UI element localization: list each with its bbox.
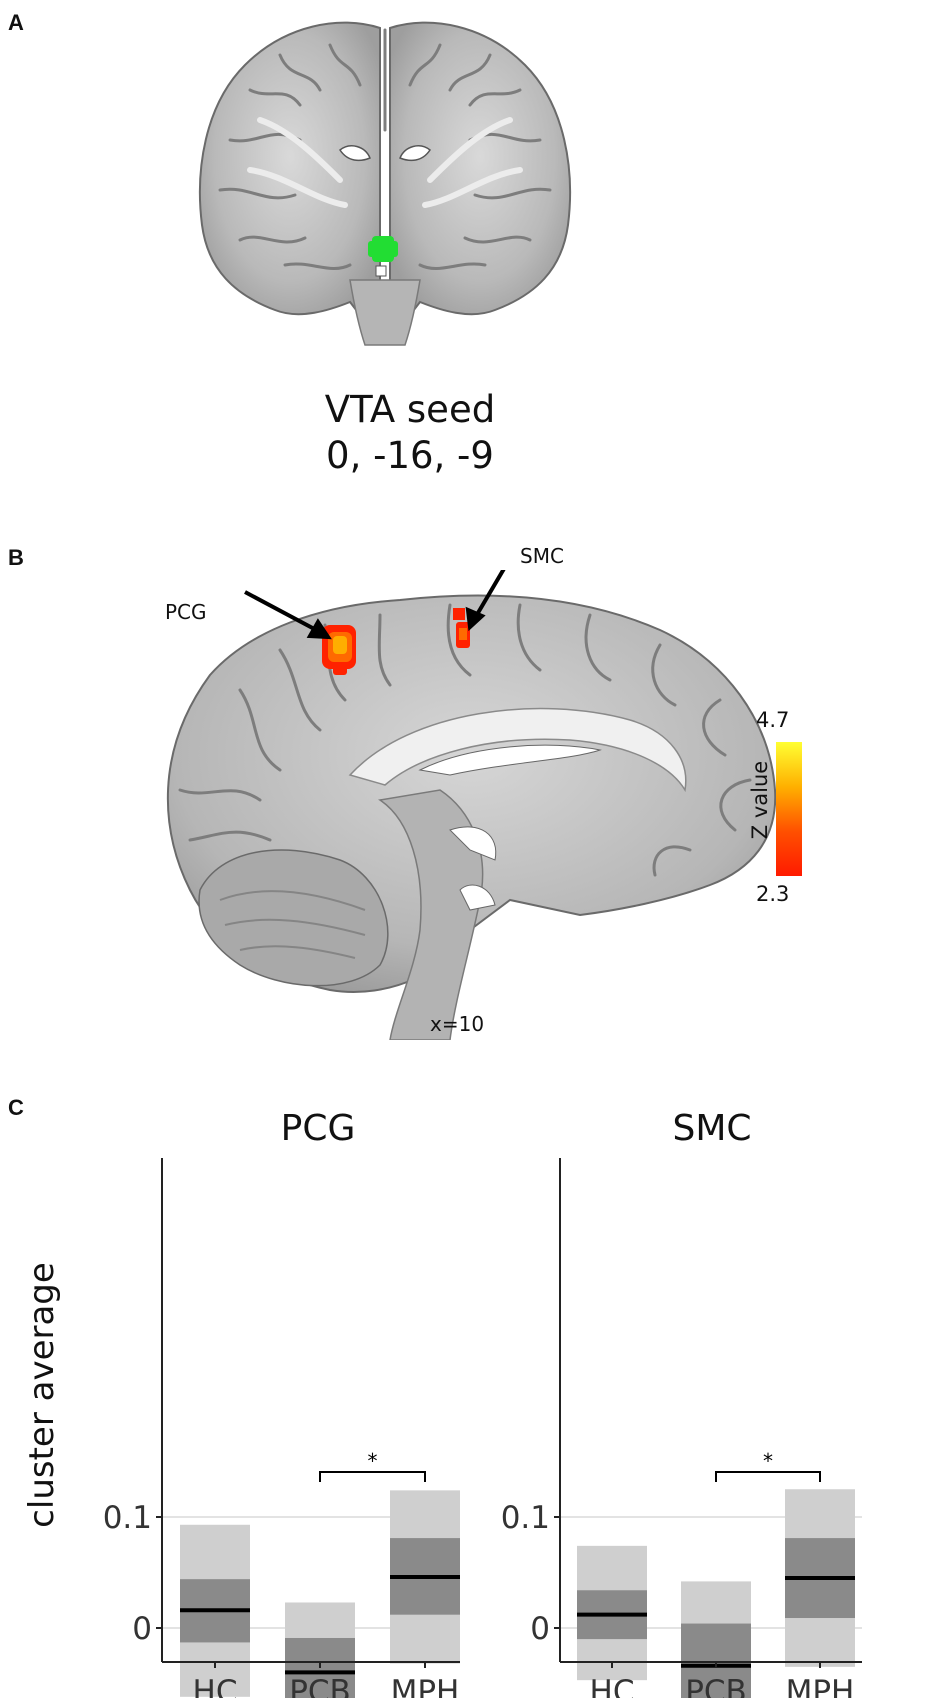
smc-chart-title: SMC [672, 1108, 751, 1149]
coronal-brain-image [198, 21, 572, 346]
smc-x-tick-label: HC [590, 1674, 635, 1698]
colorbar-min-label: 2.3 [756, 882, 790, 906]
pcg-significance-bracket [319, 1471, 426, 1482]
vta-seed-marker [368, 236, 398, 262]
slice-coordinate-label: x=10 [430, 1012, 485, 1036]
smc-y-tick-label: 0 [530, 1611, 550, 1647]
panel-letter-c: C [8, 1095, 24, 1120]
sagittal-brain-image [166, 570, 777, 1040]
pcg-activation-cluster [322, 625, 356, 675]
colorbar-max-label: 4.7 [756, 708, 790, 732]
smc-arrow [473, 570, 506, 620]
smc-x-tick-label: MPH [786, 1674, 855, 1698]
smc-activation-cluster [453, 608, 470, 648]
colorbar-gradient [776, 742, 802, 876]
smc-label: SMC [520, 544, 564, 568]
pcg-x-tick-label: MPH [391, 1674, 460, 1698]
pcg-arrow [244, 590, 321, 634]
smc-significance-star: * [763, 1449, 773, 1473]
smc-y-tick-label: 0.1 [501, 1500, 550, 1536]
smc-pcb-inner-box [681, 1623, 751, 1698]
pcg-significance-star: * [368, 1449, 378, 1473]
pcg-label: PCG [165, 600, 207, 624]
colorbar-title: Z value [748, 760, 772, 840]
smc-significance-bracket [715, 1471, 821, 1482]
pcg-x-tick-label: PCB [289, 1674, 351, 1698]
panel-letter-a: A [8, 10, 24, 35]
seed-coordinates: 0, -16, -9 [326, 434, 494, 477]
seed-label: VTA seed [324, 388, 496, 431]
pcg-y-tick-label: 0.1 [103, 1500, 152, 1536]
pcg-chart-title: PCG [281, 1108, 356, 1149]
panel-letter-b: B [8, 545, 24, 570]
pcg-x-tick-label: HC [193, 1674, 238, 1698]
smc-x-tick-label: PCB [685, 1674, 747, 1698]
pcg-y-tick-label: 0 [132, 1611, 152, 1647]
